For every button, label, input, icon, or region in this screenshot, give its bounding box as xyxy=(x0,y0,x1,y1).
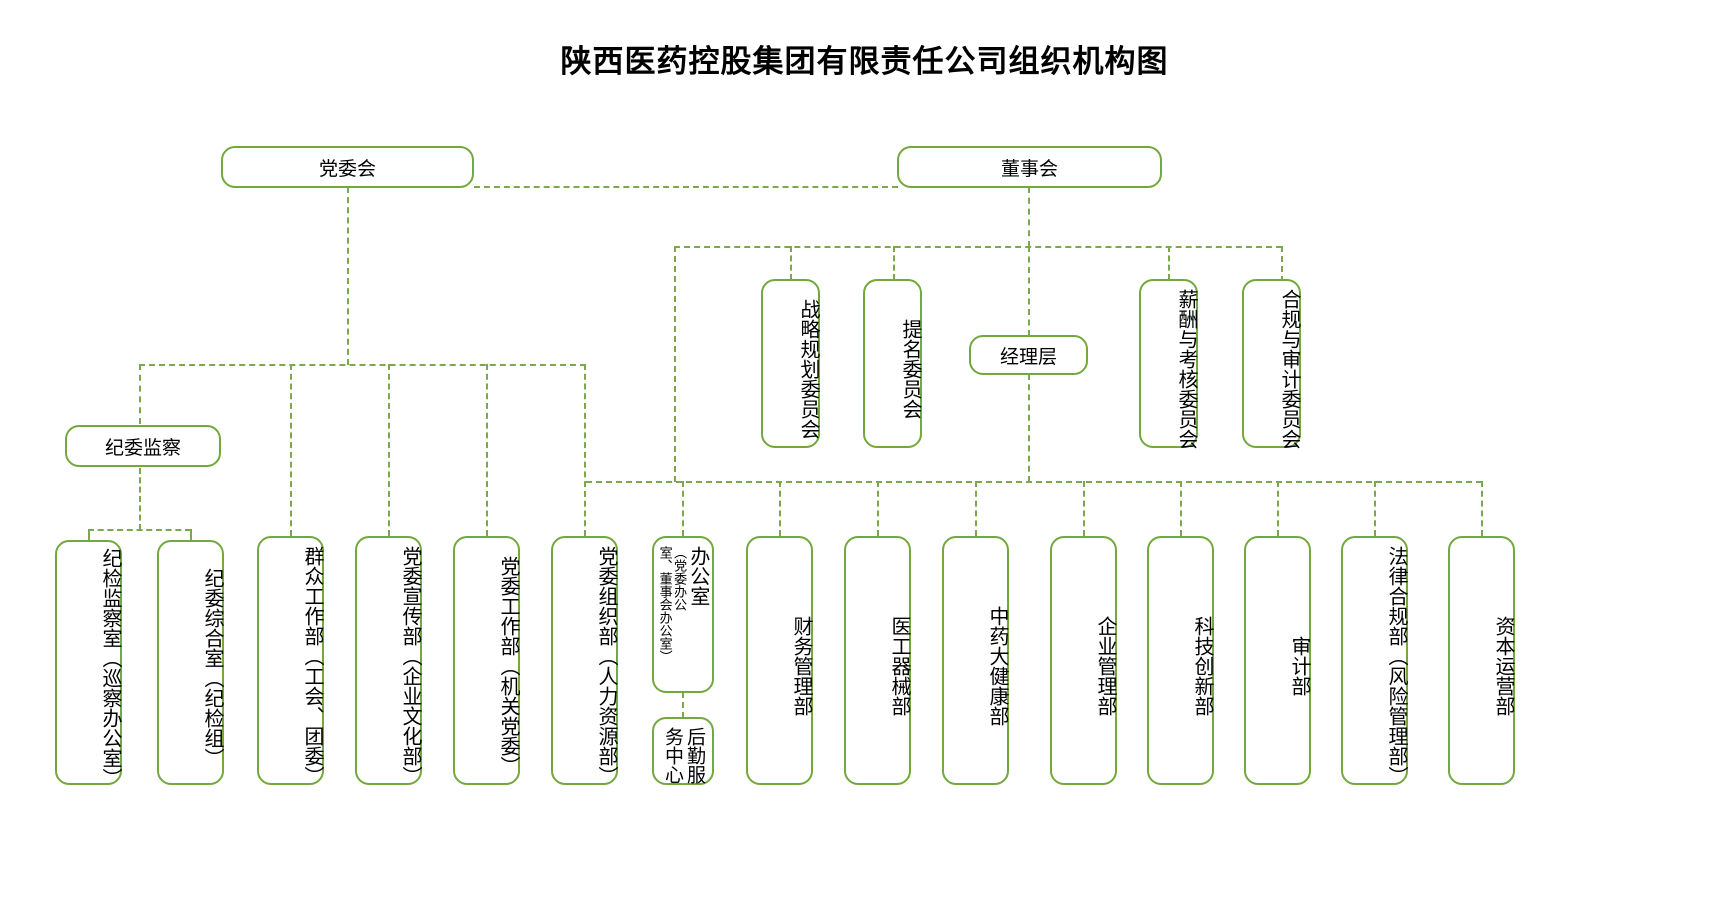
node-label-note-2: 室、董事会办公室） xyxy=(657,546,673,663)
node-label-col-2: 务中心 xyxy=(662,727,683,784)
edge-party-to-board xyxy=(474,186,898,188)
node-label: 中药大健康部 xyxy=(986,605,1008,726)
node-board-of-directors[interactable]: 董事会 xyxy=(897,146,1162,188)
edge-to-enterprise-mgmt-dept xyxy=(1083,481,1085,536)
edge-board-bus-left-drop xyxy=(674,246,676,482)
node-label: 企业管理部 xyxy=(1094,615,1116,716)
edge-to-remuneration-committee xyxy=(1168,246,1170,280)
page-title: 陕西医药控股集团有限责任公司组织机构图 xyxy=(560,44,1169,79)
edge-dept-bus-right-drop xyxy=(1481,481,1483,536)
edge-board-bus-right-drop xyxy=(1281,246,1283,282)
edge-to-organization-dept xyxy=(584,364,586,536)
edge-to-audit-dept xyxy=(1277,481,1279,536)
node-medical-device-dept[interactable]: 医工器械部 xyxy=(844,536,911,785)
node-label: 合规与审计委员会 xyxy=(1278,288,1300,449)
node-label: 财务管理部 xyxy=(790,615,812,716)
node-propaganda-dept[interactable]: 党委宣传部（企业文化部） xyxy=(355,536,422,786)
edge-to-mass-work-dept xyxy=(290,364,292,536)
edge-to-strategy-committee xyxy=(790,246,792,280)
node-management-layer[interactable]: 经理层 xyxy=(969,335,1088,375)
node-tcm-health-dept[interactable]: 中药大健康部 xyxy=(942,536,1009,785)
edge-board-stem xyxy=(1028,187,1030,247)
node-label: 党委会 xyxy=(318,158,376,180)
node-label-note-1: （党委办公 xyxy=(672,546,688,611)
edge-dept-bus xyxy=(586,481,1482,483)
node-label: 医工器械部 xyxy=(888,615,910,716)
node-label-main: 办公室 xyxy=(686,546,709,606)
edge-to-discipline-office xyxy=(88,529,90,541)
node-label: 群众工作部（工会、团委） xyxy=(301,545,323,786)
node-party-committee[interactable]: 党委会 xyxy=(221,146,474,188)
edge-to-general-office xyxy=(682,481,684,536)
edge-discipline-bus xyxy=(88,529,191,531)
node-tech-innovation-dept[interactable]: 科技创新部 xyxy=(1147,536,1214,785)
edge-board-bus xyxy=(674,246,1282,248)
node-label: 党委工作部（机关党委） xyxy=(497,555,519,776)
edge-to-finance-dept xyxy=(779,481,781,536)
node-enterprise-mgmt-dept[interactable]: 企业管理部 xyxy=(1050,536,1117,785)
node-compliance-audit-committee[interactable]: 合规与审计委员会 xyxy=(1242,279,1301,449)
edge-to-management-layer xyxy=(1028,246,1030,336)
node-party-work-dept[interactable]: 党委工作部（机关党委） xyxy=(453,536,520,785)
node-finance-dept[interactable]: 财务管理部 xyxy=(746,536,813,785)
node-label: 战略规划委员会 xyxy=(797,298,819,439)
edge-party-bus-left-drop xyxy=(139,364,141,424)
node-organization-dept[interactable]: 党委组织部（人力资源部） xyxy=(551,536,618,786)
node-legal-compliance-dept[interactable]: 法律合规部（风险管理部） xyxy=(1341,536,1408,786)
edge-to-discipline-general-office xyxy=(190,529,192,541)
node-discipline-inspection[interactable]: 纪委监察 xyxy=(65,425,221,467)
edge-to-tech-innovation-dept xyxy=(1180,481,1182,536)
edge-to-medical-device-dept xyxy=(877,481,879,536)
node-label-col-1: 后勤服 xyxy=(683,727,705,784)
node-label: 纪委综合室（纪检组） xyxy=(201,567,223,768)
node-logistics-center[interactable]: 后勤服 务中心 xyxy=(652,717,714,785)
node-label: 科技创新部 xyxy=(1191,615,1213,716)
node-label: 纪检监察室（巡察办公室） xyxy=(99,547,121,788)
edge-office-to-logistics xyxy=(682,692,684,718)
node-label: 经理层 xyxy=(999,346,1057,368)
node-label: 纪委监察 xyxy=(104,437,181,459)
edge-to-legal-compliance-dept xyxy=(1374,481,1376,536)
edge-to-tcm-health-dept xyxy=(975,481,977,536)
node-label: 审计部 xyxy=(1288,635,1310,696)
node-label: 党委组织部（人力资源部） xyxy=(595,545,617,786)
node-label: 党委宣传部（企业文化部） xyxy=(399,545,421,786)
edge-to-party-work-dept xyxy=(486,364,488,536)
edge-to-propaganda-dept xyxy=(388,364,390,536)
node-audit-dept[interactable]: 审计部 xyxy=(1244,536,1311,785)
node-discipline-general-office[interactable]: 纪委综合室（纪检组） xyxy=(157,540,224,785)
edge-to-nomination-committee xyxy=(893,246,895,280)
node-mass-work-dept[interactable]: 群众工作部（工会、团委） xyxy=(257,536,324,786)
node-label: 提名委员会 xyxy=(899,318,921,419)
node-strategy-committee[interactable]: 战略规划委员会 xyxy=(761,279,820,448)
edge-discipline-stem xyxy=(139,468,141,530)
node-discipline-office[interactable]: 纪检监察室（巡察办公室） xyxy=(55,540,122,788)
node-label: 法律合规部（风险管理部） xyxy=(1385,545,1407,786)
node-remuneration-committee[interactable]: 薪酬与考核委员会 xyxy=(1139,279,1198,449)
node-label: 薪酬与考核委员会 xyxy=(1175,288,1197,449)
edge-party-stem xyxy=(347,187,349,365)
node-nomination-committee[interactable]: 提名委员会 xyxy=(863,279,922,448)
node-label: 董事会 xyxy=(1000,158,1058,180)
node-label: 资本运营部 xyxy=(1492,615,1514,716)
edge-party-bus xyxy=(139,364,586,366)
node-capital-operation-dept[interactable]: 资本运营部 xyxy=(1448,536,1515,785)
node-general-office[interactable]: 办公室 （党委办公 室、董事会办公室） xyxy=(652,536,714,693)
edge-management-stem xyxy=(1028,374,1030,482)
